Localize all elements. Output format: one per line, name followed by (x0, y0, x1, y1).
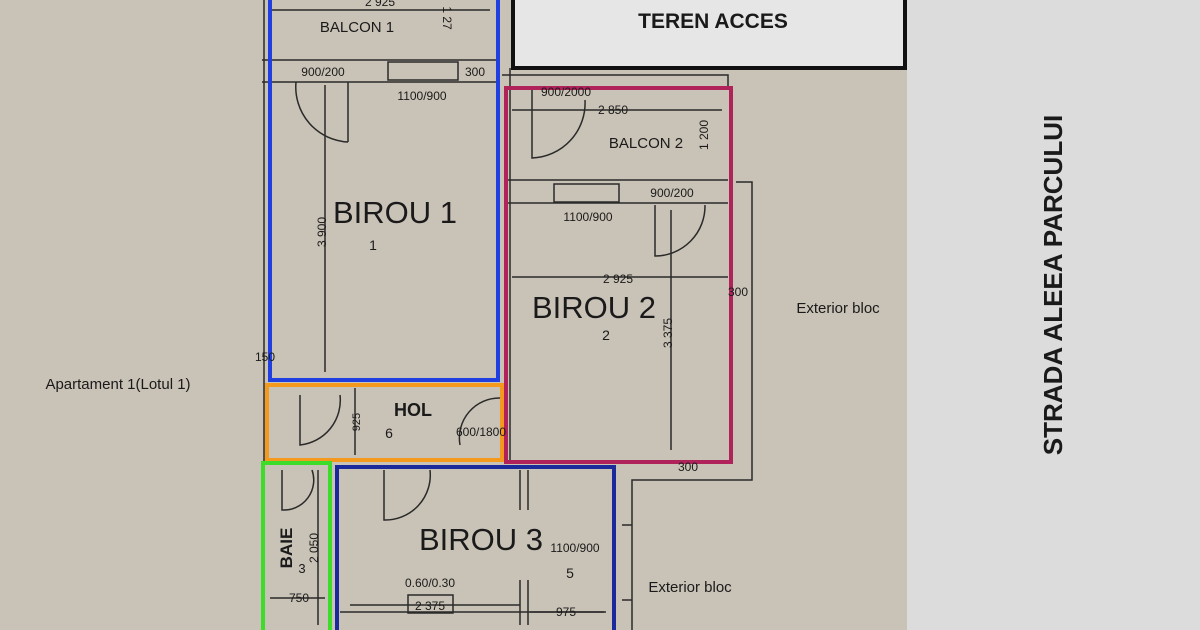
birou3-number: 5 (566, 565, 574, 581)
walls (262, 0, 753, 630)
access-label: TEREN ACCES (638, 10, 788, 33)
baie-number: 3 (298, 561, 305, 576)
baie-width: 750 (289, 591, 309, 605)
balcon1-depth: 1 27 (440, 6, 454, 30)
street-strip (907, 0, 1200, 630)
birou1-number: 1 (369, 237, 377, 253)
birou3-window: 1100/900 (550, 541, 599, 555)
birou2-side: 300 (728, 285, 748, 299)
exterior-bottom: Exterior bloc (648, 579, 732, 596)
birou3-width2: 975 (556, 605, 576, 619)
birou2-door: 900/200 (650, 186, 694, 200)
balcon1-name: BALCON 1 (320, 19, 394, 36)
birou1-height: 3 900 (315, 217, 329, 247)
birou3-outline (335, 465, 616, 630)
plan-background (0, 0, 907, 630)
neighbor-label: Apartament 1(Lotul 1) (45, 376, 190, 393)
birou1-name: BIROU 1 (333, 195, 457, 230)
birou2-window: 1100/900 (563, 210, 612, 224)
birou2-name: BIROU 2 (532, 290, 656, 325)
access-area (511, 0, 907, 70)
baie-outline (261, 461, 332, 630)
baie-name: BAIE (277, 528, 296, 569)
baie-height: 2 050 (307, 533, 321, 563)
birou3-name: BIROU 3 (419, 522, 543, 557)
birou3-width: 2 375 (415, 599, 445, 613)
wall-thickness: 150 (255, 350, 275, 364)
birou2-width: 2 925 (603, 272, 633, 286)
birou1-outline (268, 0, 500, 382)
birou2-outline (504, 86, 733, 464)
birou1-door: 900/200 (301, 65, 345, 79)
birou2-height: 3 375 (661, 318, 675, 348)
balcon2-depth: 1 200 (697, 120, 711, 150)
birou2-number: 2 (602, 327, 610, 343)
hol-outline (265, 383, 504, 462)
hol-door: 600/1800 (456, 425, 506, 439)
birou1-width: 2 925 (365, 0, 395, 9)
birou3-niche: 0.60/0.30 (405, 576, 455, 590)
hol-number: 6 (385, 425, 393, 441)
birou2-bottom: 300 (678, 460, 698, 474)
birou1-pier: 300 (465, 65, 485, 79)
balcon2-width: 2 850 (598, 103, 628, 117)
room-labels: 2 925 BALCON 1 1 27 900/200 300 1100/900… (45, 0, 880, 619)
street-label: STRADA ALEEA PARCULUI (1038, 115, 1068, 455)
balcon2-door: 900/2000 (541, 85, 591, 99)
hol-name: HOL (394, 400, 432, 420)
exterior-top: Exterior bloc (796, 300, 880, 317)
birou1-window: 1100/900 (397, 89, 446, 103)
balcon2-name: BALCON 2 (609, 135, 683, 152)
hol-depth: 925 (351, 413, 363, 431)
